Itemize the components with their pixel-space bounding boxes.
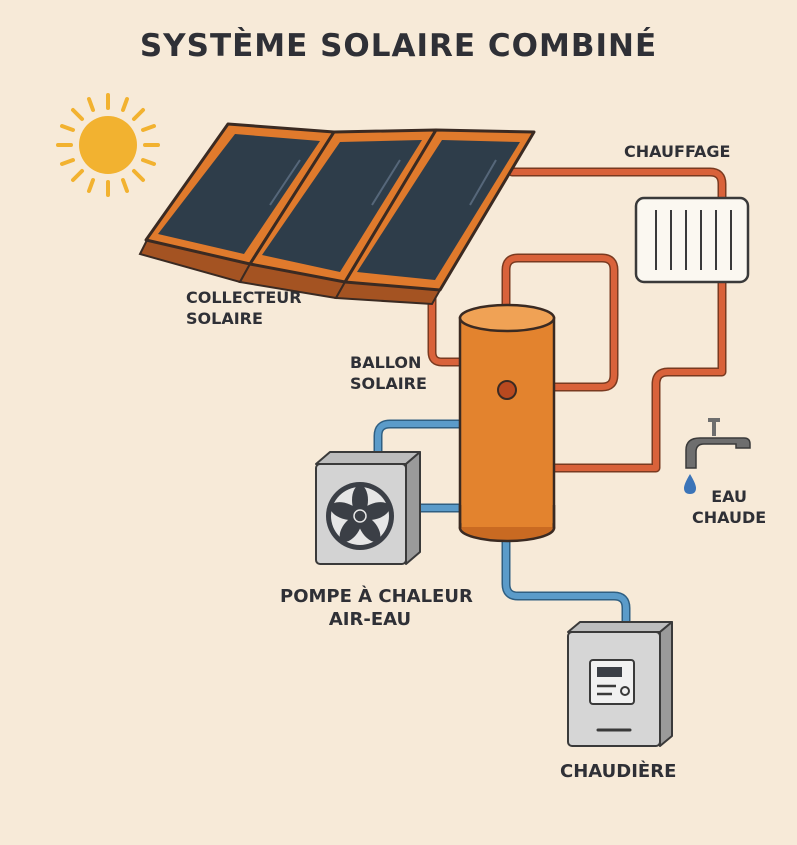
hot-pipes [427,167,727,473]
boiler-label: CHAUDIÈRE [560,761,677,782]
tank-label: BALLON SOLAIRE [350,352,427,394]
sun-icon [56,93,160,197]
heating-label: CHAUFFAGE [624,142,731,161]
radiator-icon [634,196,750,284]
heat-pump-label-line-2: AIR-EAU [328,609,412,630]
fan-icon [326,482,394,550]
cold-pipes [373,419,631,629]
heat-pump-label-line-1: POMPE À CHALEUR [280,586,473,607]
solar-collector [138,122,536,306]
boiler [567,621,673,747]
tank-label-line-1: BALLON [350,353,422,372]
solar-panel [343,128,536,292]
collector-label-line-2: SOLAIRE [186,309,263,328]
hot-water-label-line-1: EAU [711,487,748,506]
control-panel-icon [589,659,635,705]
tank-label-line-2: SOLAIRE [350,374,427,393]
heat-pump-label: POMPE À CHALEUR AIR-EAU [280,585,473,631]
solar-tank [458,303,556,543]
collector-label-line-1: COLLECTEUR [186,288,302,307]
faucet-icon [684,418,751,494]
hot-water-label-line-2: CHAUDE [692,508,767,527]
heat-pump [315,451,421,565]
hot-water-label: EAU CHAUDE [692,486,766,528]
collector-label: COLLECTEUR SOLAIRE [186,287,302,329]
diagram-title: SYSTÈME SOLAIRE COMBINÉ [139,28,658,64]
